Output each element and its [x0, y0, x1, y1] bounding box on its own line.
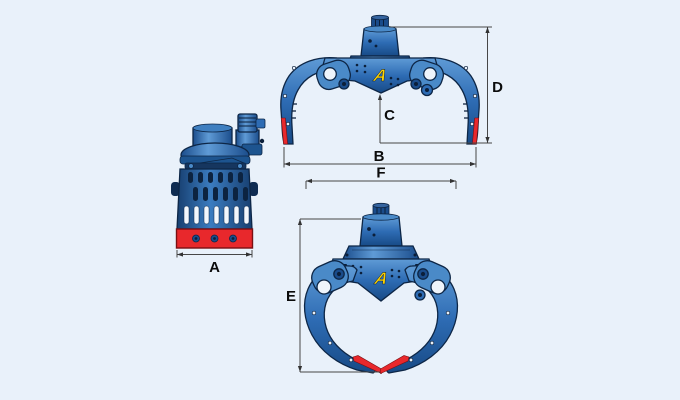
wear-plate: [175, 228, 254, 249]
motor-port: [255, 118, 266, 129]
brand-logo-icon: A: [372, 268, 390, 288]
closed-link-pivot: [414, 289, 426, 301]
dimension-label-f: F: [376, 165, 385, 182]
dimension-e: E: [286, 218, 380, 373]
closed-left-knuckle: [311, 260, 349, 295]
wear-plate-bolts: [192, 234, 237, 243]
closed-right-knuckle: [413, 260, 451, 295]
open-view-figure: A C D: [280, 14, 503, 189]
suspension-link: [184, 157, 247, 170]
shell-pin-left: [171, 182, 180, 196]
closed-view-figure: A: [286, 202, 459, 374]
dimension-d: D: [389, 26, 503, 143]
dimension-label-c: C: [384, 107, 395, 124]
dimension-a: A: [176, 250, 253, 276]
dimension-label-d: D: [492, 79, 503, 96]
claw-serrations: [292, 103, 297, 119]
claw-tip-wear-strip: [380, 355, 410, 374]
claw-tip-wear-strip: [280, 117, 288, 145]
arm-lightening-holes: [311, 310, 354, 363]
open-link-pivot: [420, 83, 434, 97]
shell-slots-light: [183, 205, 250, 225]
dimension-b: B: [283, 147, 477, 168]
claw-tip-wear-strip: [472, 117, 480, 145]
brand-logo-icon: A: [371, 65, 389, 85]
open-left-knuckle: [315, 59, 351, 91]
side-view-figure: A: [171, 113, 266, 276]
arm-lightening-holes: [282, 65, 297, 127]
closed-rotator-flange: [341, 245, 421, 260]
grapple-shell: [171, 168, 258, 230]
motor-fins: [239, 117, 256, 127]
dimension-label-e: E: [286, 288, 296, 305]
dimension-label-b: B: [374, 148, 385, 165]
dimension-c: C: [377, 94, 492, 144]
dimension-f: F: [305, 165, 457, 189]
dimension-label-a: A: [209, 259, 220, 276]
rotator-motor: [235, 113, 266, 156]
hose-port-icon: [259, 138, 265, 144]
shell-slots-dark: [188, 172, 248, 201]
shell-pin-right: [249, 182, 258, 196]
closed-rotator: [341, 202, 421, 260]
